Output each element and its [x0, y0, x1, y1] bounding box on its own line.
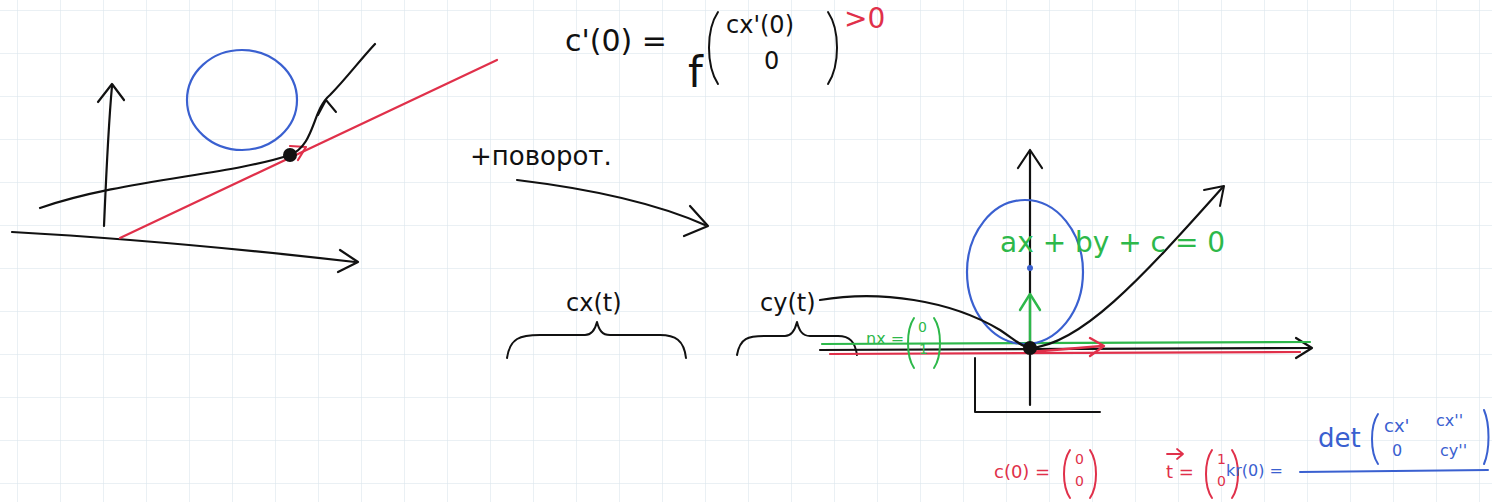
vector-entry: 0: [764, 48, 779, 74]
determinant-label: det: [1318, 424, 1361, 453]
matrix-entry: cx': [1384, 416, 1410, 436]
vector-entry: cx'(0): [726, 12, 794, 38]
component-label: cy(t): [760, 290, 816, 316]
equation-label: c'(0) =: [565, 24, 667, 57]
matrix-entry: cy'': [1440, 442, 1467, 460]
vector-entry: 0: [1217, 474, 1226, 489]
map-label: f: [688, 50, 703, 96]
vector-entry: 1: [1217, 452, 1226, 467]
tangent-label: t =: [1166, 462, 1194, 482]
vector-entry: 1: [919, 342, 928, 357]
matrix-entry: 0: [1392, 442, 1402, 460]
vector-entry: 0: [918, 320, 927, 335]
note-label: +поворот.: [470, 142, 612, 171]
component-label: cx(t): [566, 290, 622, 316]
matrix-entry: cx'': [1436, 412, 1463, 430]
vector-entry: 0: [1075, 474, 1084, 489]
line-equation: ax + by + c = 0: [1000, 228, 1225, 259]
vector-entry: 0: [1075, 452, 1084, 467]
inequality-label: >0: [844, 4, 885, 35]
point-label: c(0) =: [994, 462, 1050, 482]
normal-label: nx =: [866, 330, 904, 348]
curvature-label: kr(0) =: [1226, 462, 1283, 480]
